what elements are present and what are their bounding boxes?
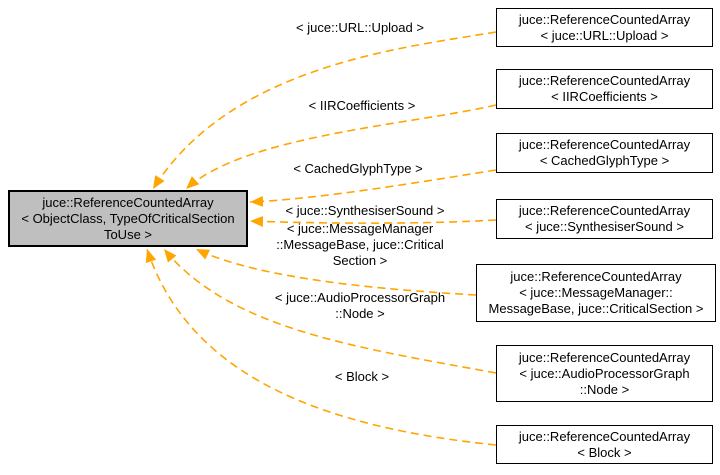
class-node-synthesisersound[interactable]: juce::ReferenceCountedArray < juce::Synt… (496, 199, 713, 239)
class-node-main: juce::ReferenceCountedArray < ObjectClas… (8, 190, 248, 247)
class-node-iircoefficients[interactable]: juce::ReferenceCountedArray < IIRCoeffic… (496, 69, 713, 109)
edge-synthesisersound (249, 215, 497, 227)
class-node-audioprocessorgraph-node[interactable]: juce::ReferenceCountedArray < juce::Audi… (496, 345, 713, 402)
class-node-cachedglyphtype[interactable]: juce::ReferenceCountedArray < CachedGlyp… (496, 133, 713, 173)
edge-label-url-upload: < juce::URL::Upload > (296, 20, 424, 35)
edge-label-iircoefficients: < IIRCoefficients > (308, 98, 416, 113)
edge-audioprocessorgraph-node (163, 248, 497, 374)
edge-cachedglyphtype (249, 169, 497, 207)
class-node-block[interactable]: juce::ReferenceCountedArray < Block > (496, 425, 713, 464)
class-node-messagemanager[interactable]: juce::ReferenceCountedArray < juce::Mess… (476, 264, 716, 322)
class-node-url-upload[interactable]: juce::ReferenceCountedArray < juce::URL:… (496, 8, 713, 47)
edge-label-messagemanager: < juce::MessageManager ::MessageBase, ju… (276, 221, 444, 268)
edge-label-audioprocessorgraph-node: < juce::AudioProcessorGraph ::Node > (274, 290, 446, 321)
edge-block (145, 248, 497, 446)
edge-label-cachedglyphtype: < CachedGlyphType > (293, 161, 423, 176)
edge-url-upload (152, 31, 497, 190)
edge-label-block: < Block > (334, 369, 390, 384)
edge-messagemanager (195, 248, 477, 296)
edge-label-synthesisersound: < juce::SynthesiserSound > (285, 203, 445, 218)
edge-iircoefficients (185, 104, 497, 190)
